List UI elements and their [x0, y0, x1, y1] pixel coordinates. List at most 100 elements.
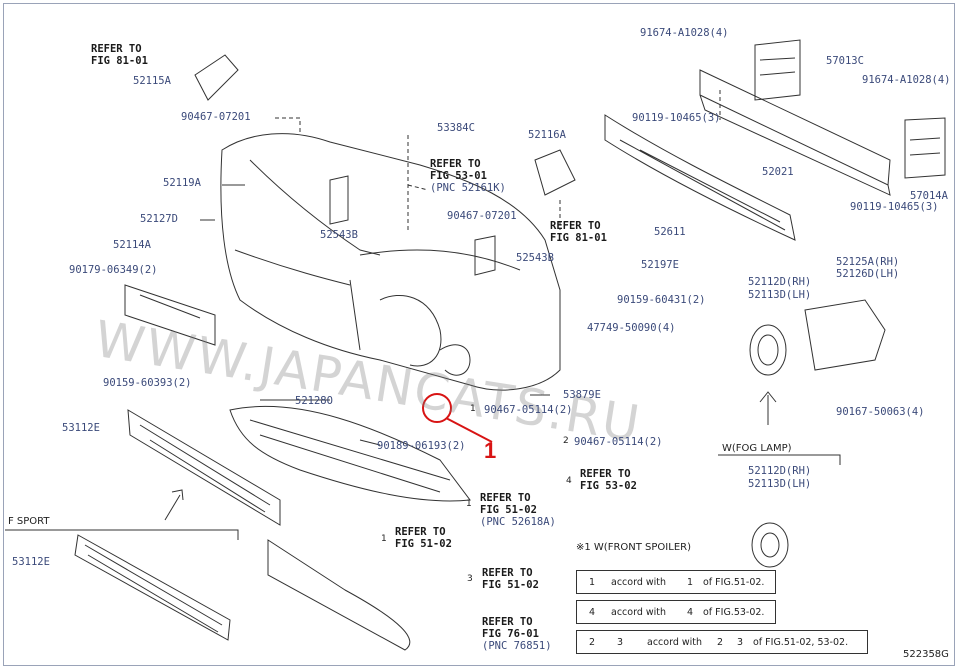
legend-mark: 1 [589, 577, 596, 588]
refer-to-fig-81-01[interactable]: REFER TO FIG 81-01 [91, 43, 148, 67]
legend-text: of FIG.51-02. [703, 577, 765, 588]
triangle-mark: 3 [467, 574, 473, 584]
ref-pnc: (PNC 52618A) [480, 516, 556, 529]
legend-mark: 4 [589, 607, 596, 618]
part-label[interactable]: 53112E [12, 556, 50, 568]
part-label[interactable]: 52116A [528, 129, 566, 141]
refer-to-fig-51-02-b[interactable]: REFER TO FIG 51-02 [395, 526, 452, 550]
part-label[interactable]: 52112D(RH) [748, 276, 812, 288]
part-label[interactable]: 52119A [163, 177, 201, 189]
legend-row-1: 1 accord with 1 of FIG.51-02. [576, 570, 776, 594]
part-label[interactable]: 90467-05114(2) [484, 404, 573, 416]
diagram-frame [3, 3, 955, 666]
ref-line: FIG 51-02 [482, 579, 539, 592]
part-label[interactable]: 57014A [910, 190, 948, 202]
part-label[interactable]: 52113D(LH) [748, 289, 812, 301]
part-label[interactable]: 90159-60393(2) [103, 377, 192, 389]
ref-line: REFER TO [430, 158, 481, 170]
ref-line: REFER TO [580, 468, 631, 480]
part-label[interactable]: 90179-06349(2) [69, 264, 158, 276]
refer-to-fig-51-02-c[interactable]: REFER TO FIG 51-02 [482, 567, 539, 591]
legend-mark: 3 [737, 637, 744, 648]
legend-mark: 2 [717, 637, 724, 648]
ref-line: REFER TO [395, 526, 446, 538]
part-label[interactable]: 52114A [113, 239, 151, 251]
part-label[interactable]: 52128O [295, 395, 333, 407]
triangle-mark: 1 [470, 404, 476, 414]
note-front-spoiler: ※1 W(FRONT SPOILER) [576, 542, 691, 553]
legend-text: accord with [611, 607, 667, 618]
absorber-drawing [604, 114, 796, 241]
part-label[interactable]: 52113D(LH) [748, 478, 812, 490]
legend-mark: 1 [687, 577, 694, 588]
part-label[interactable]: 52543B [516, 252, 554, 264]
legend-mark: 3 [617, 637, 624, 648]
refer-to-fig-76-01[interactable]: REFER TO FIG 76-01 (PNC 76851) [482, 616, 552, 652]
triangle-mark: 1 [381, 534, 387, 544]
ref-line: FIG 53-01 [430, 170, 487, 183]
part-label[interactable]: 90119-10465(3) [850, 201, 939, 213]
legend-text: of FIG.51-02, 53-02. [753, 637, 849, 648]
part-label[interactable]: 91674-A1028(4) [640, 27, 729, 39]
part-label[interactable]: 52125A(RH) [836, 256, 900, 268]
part-label[interactable]: 52115A [133, 75, 171, 87]
ref-line: REFER TO [482, 567, 533, 579]
triangle-mark: 2 [563, 436, 569, 446]
ref-line: REFER TO [482, 616, 533, 628]
bumper-cover-drawing [220, 133, 561, 391]
part-label[interactable]: 90159-60431(2) [617, 294, 706, 306]
part-label[interactable]: 52126D(LH) [836, 268, 900, 280]
triangle-mark: 4 [566, 476, 572, 486]
lower-grille-drawing [127, 409, 281, 526]
legend-mark: 2 [589, 637, 596, 648]
ref-line: REFER TO [480, 492, 531, 504]
ref-pnc: (PNC 76851) [482, 640, 552, 653]
ref-line: FIG 51-02 [395, 538, 452, 551]
triangle-mark: 1 [466, 499, 472, 509]
ref-line: FIG 53-02 [580, 480, 637, 493]
refer-to-fig-81-01-b[interactable]: REFER TO FIG 81-01 [550, 220, 607, 244]
fsport-grille-drawing [74, 534, 231, 641]
part-label[interactable]: 52197E [641, 259, 679, 271]
refer-to-fig-53-01[interactable]: REFER TO FIG 53-01 (PNC 52161K) [430, 158, 506, 194]
legend-mark: 4 [687, 607, 694, 618]
ref-line: FIG 51-02 [480, 504, 537, 517]
part-label[interactable]: 52611 [654, 226, 686, 238]
part-label[interactable]: 47749-50090(4) [587, 322, 676, 334]
legend-row-3: 2 3 accord with 2 3 of FIG.51-02, 53-02. [576, 630, 868, 654]
ref-line: FIG 81-01 [91, 55, 148, 68]
section-fog-lamp: W(FOG LAMP) [722, 443, 792, 454]
part-label[interactable]: 90467-07201 [447, 210, 517, 222]
part-label[interactable]: 53112E [62, 422, 100, 434]
reinforcement-drawing [699, 69, 891, 186]
part-label[interactable]: 52021 [762, 166, 794, 178]
ref-line: REFER TO [550, 220, 601, 232]
legend-text: accord with [647, 637, 703, 648]
part-label[interactable]: 52112D(RH) [748, 465, 812, 477]
callout-leader [445, 417, 493, 443]
diagram-code: 522358G [903, 649, 949, 660]
ref-line: FIG 76-01 [482, 628, 539, 641]
part-label[interactable]: 90189-06193(2) [377, 440, 466, 452]
ref-line: REFER TO [91, 43, 142, 55]
callout-number: 1 [484, 438, 497, 463]
part-label[interactable]: 52127D [140, 213, 178, 225]
part-label[interactable]: 90467-07201 [181, 111, 251, 123]
callout-circle [422, 393, 452, 423]
legend-text: of FIG.53-02. [703, 607, 765, 618]
part-label[interactable]: 90167-50063(4) [836, 406, 925, 418]
part-label[interactable]: 53879E [563, 389, 601, 401]
part-label[interactable]: 57013C [826, 55, 864, 67]
part-label[interactable]: 53384C [437, 122, 475, 134]
ref-line: FIG 81-01 [550, 232, 607, 245]
ref-pnc: (PNC 52161K) [430, 182, 506, 195]
refer-to-fig-53-02[interactable]: REFER TO FIG 53-02 [580, 468, 637, 492]
legend-text: accord with [611, 577, 667, 588]
part-label[interactable]: 90119-10465(3) [632, 112, 721, 124]
refer-to-fig-51-02[interactable]: REFER TO FIG 51-02 (PNC 52618A) [480, 492, 556, 528]
part-label[interactable]: 91674-A1028(4) [862, 74, 951, 86]
part-label[interactable]: 90467-05114(2) [574, 436, 663, 448]
part-label[interactable]: 52543B [320, 229, 358, 241]
